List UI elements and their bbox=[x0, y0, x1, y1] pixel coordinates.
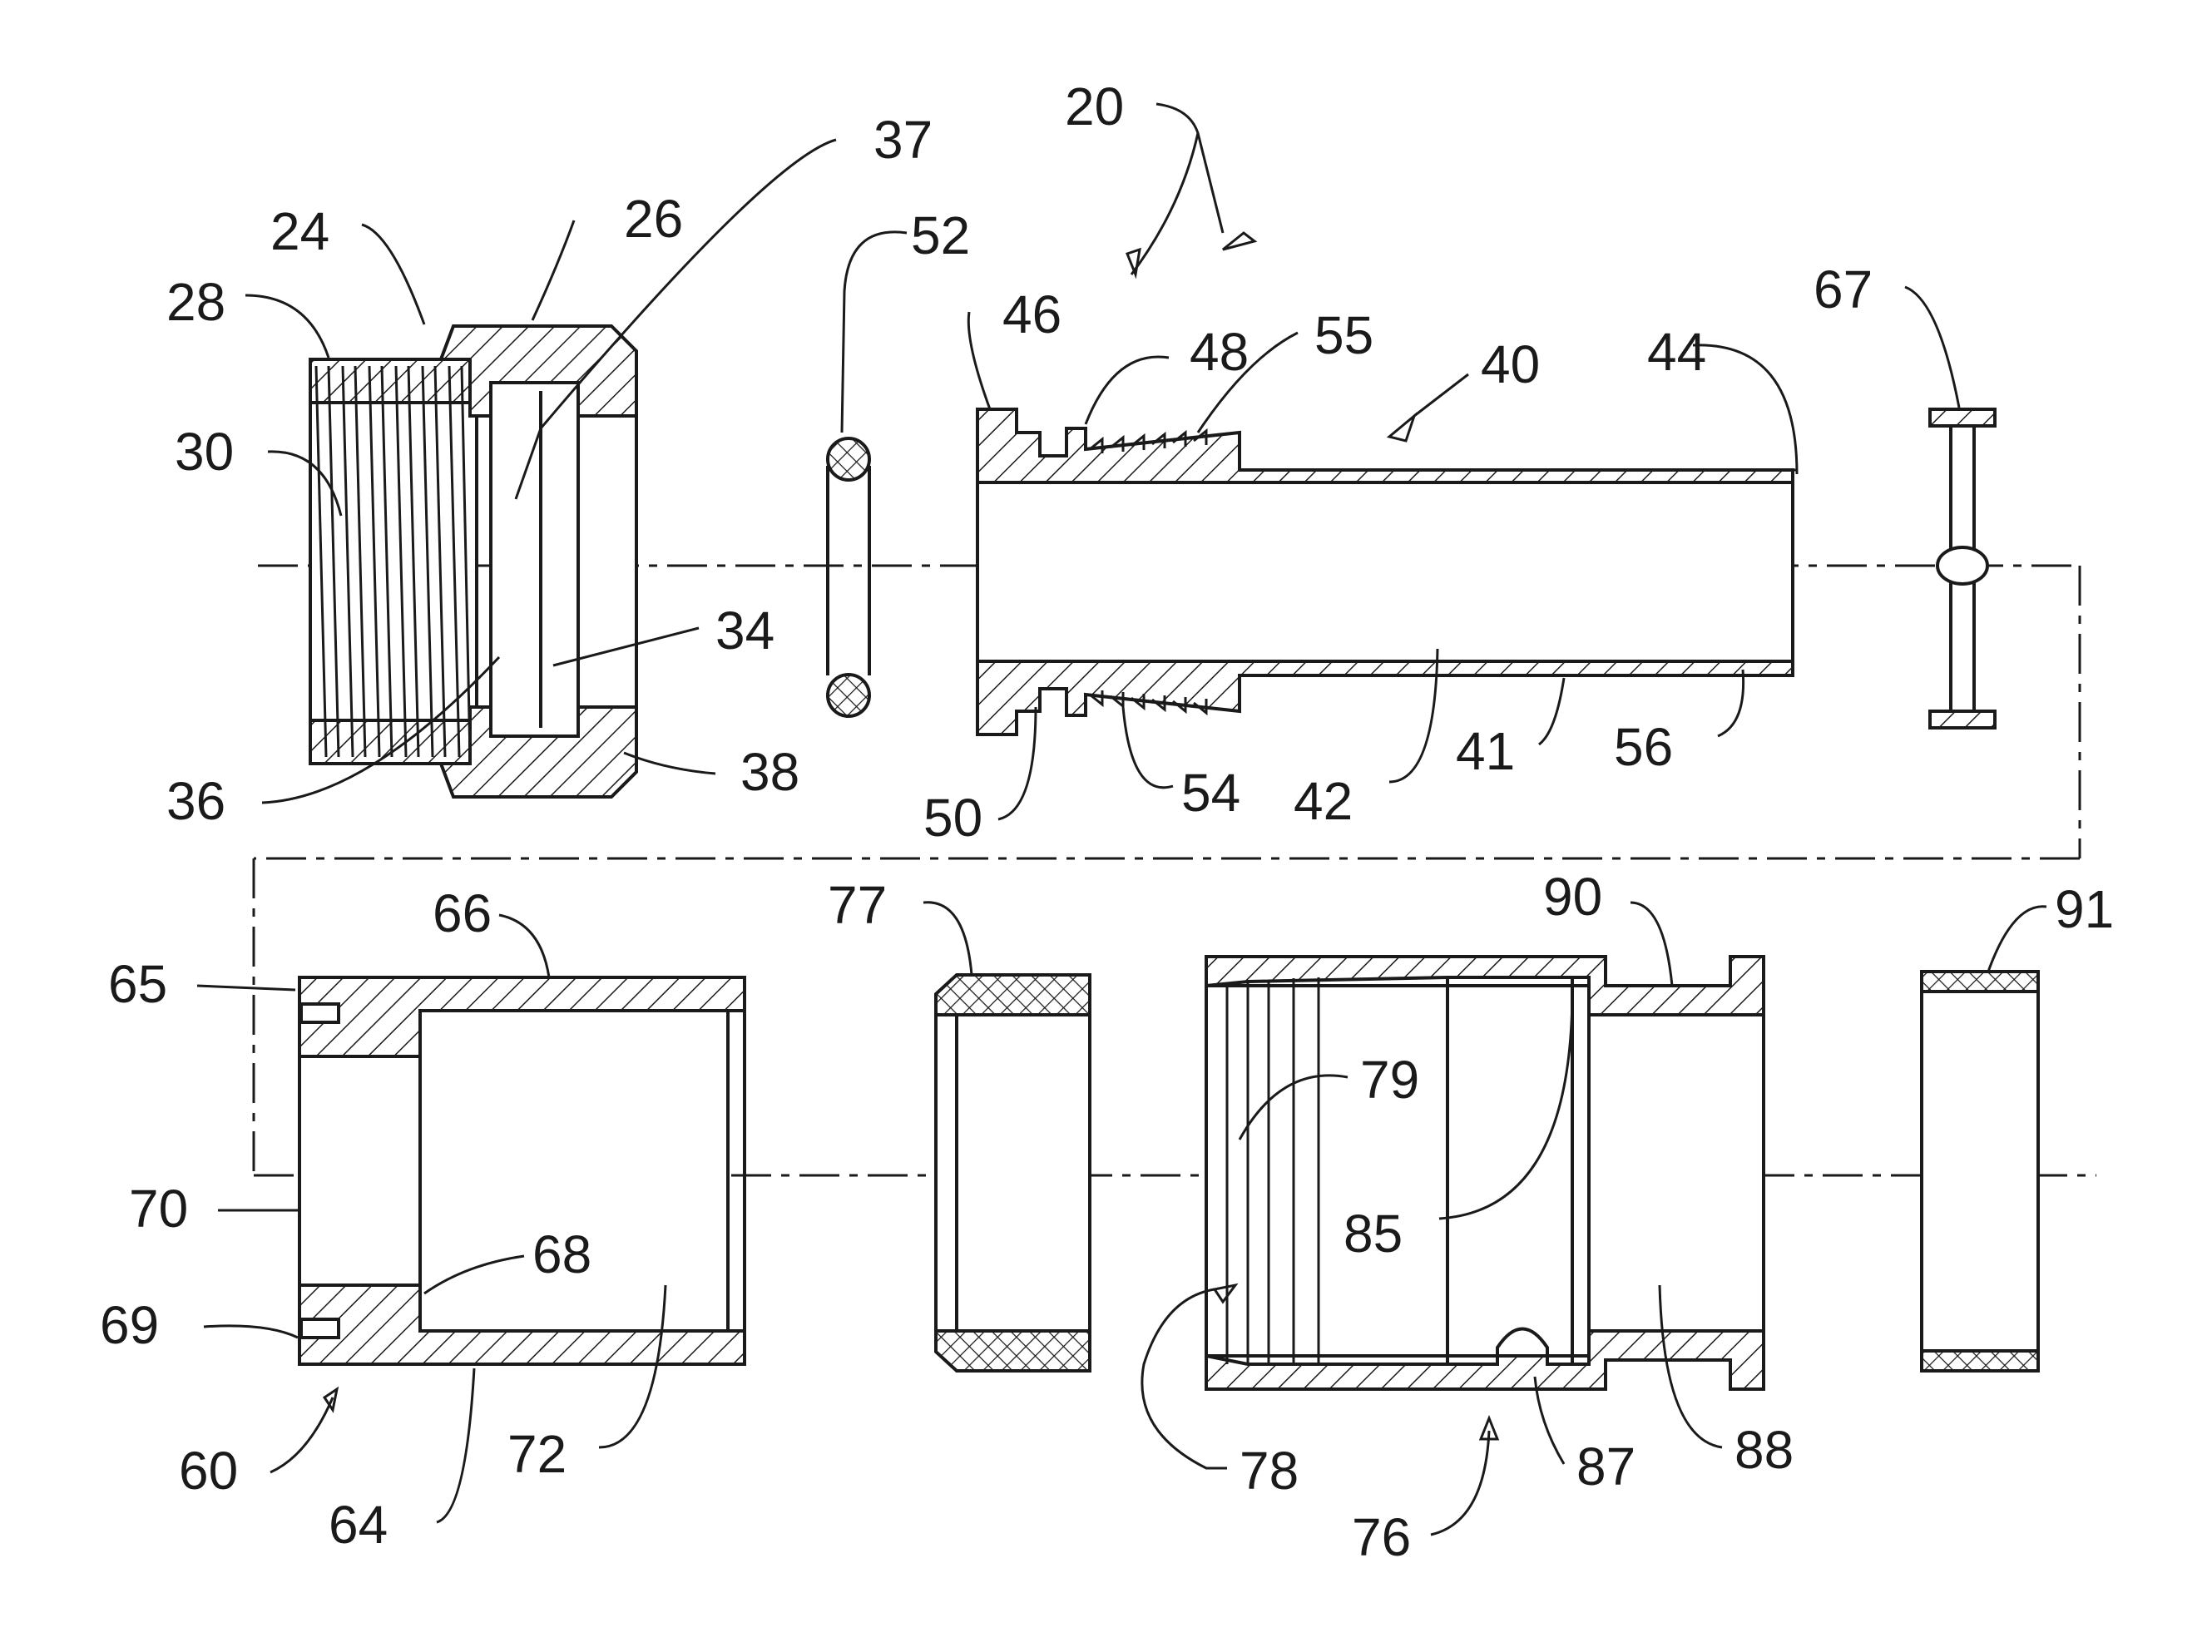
nut-24 bbox=[310, 326, 636, 797]
body-76 bbox=[1206, 957, 1764, 1389]
label-44: 44 bbox=[1647, 322, 1706, 382]
label-40: 40 bbox=[1481, 334, 1540, 394]
label-36: 36 bbox=[166, 771, 225, 831]
label-65: 65 bbox=[108, 954, 167, 1014]
label-64: 64 bbox=[329, 1495, 388, 1555]
nipple-40 bbox=[977, 409, 1797, 734]
label-88: 88 bbox=[1734, 1420, 1794, 1480]
label-90: 90 bbox=[1543, 867, 1602, 927]
label-50: 50 bbox=[923, 788, 982, 848]
label-55: 55 bbox=[1314, 305, 1373, 365]
label-54: 54 bbox=[1181, 763, 1240, 823]
ring-91 bbox=[1922, 972, 2038, 1371]
label-77: 77 bbox=[828, 875, 887, 935]
label-24: 24 bbox=[270, 201, 329, 261]
label-20: 20 bbox=[1065, 77, 1124, 136]
label-52: 52 bbox=[911, 205, 970, 265]
label-78: 78 bbox=[1240, 1441, 1299, 1501]
label-41: 41 bbox=[1456, 721, 1515, 781]
label-30: 30 bbox=[175, 422, 234, 482]
label-66: 66 bbox=[433, 883, 492, 943]
label-72: 72 bbox=[507, 1424, 567, 1484]
label-28: 28 bbox=[166, 272, 225, 332]
label-60: 60 bbox=[179, 1441, 238, 1501]
label-68: 68 bbox=[532, 1224, 591, 1284]
label-79: 79 bbox=[1360, 1050, 1419, 1110]
label-34: 34 bbox=[715, 601, 774, 660]
ring-77 bbox=[936, 975, 1090, 1371]
label-48: 48 bbox=[1190, 322, 1249, 382]
label-26: 26 bbox=[624, 189, 683, 249]
label-56: 56 bbox=[1614, 717, 1673, 777]
label-69: 69 bbox=[100, 1295, 159, 1355]
part-67 bbox=[1930, 409, 1995, 728]
label-37: 37 bbox=[873, 110, 933, 170]
label-85: 85 bbox=[1344, 1204, 1403, 1264]
sleeve-60 bbox=[299, 977, 745, 1364]
label-38: 38 bbox=[740, 742, 799, 802]
o-ring-52 bbox=[828, 438, 869, 716]
label-87: 87 bbox=[1576, 1437, 1635, 1496]
label-67: 67 bbox=[1814, 260, 1873, 319]
label-70: 70 bbox=[129, 1179, 188, 1239]
label-42: 42 bbox=[1294, 771, 1353, 831]
label-91: 91 bbox=[2055, 879, 2114, 939]
label-76: 76 bbox=[1352, 1507, 1411, 1567]
label-46: 46 bbox=[1002, 284, 1061, 344]
